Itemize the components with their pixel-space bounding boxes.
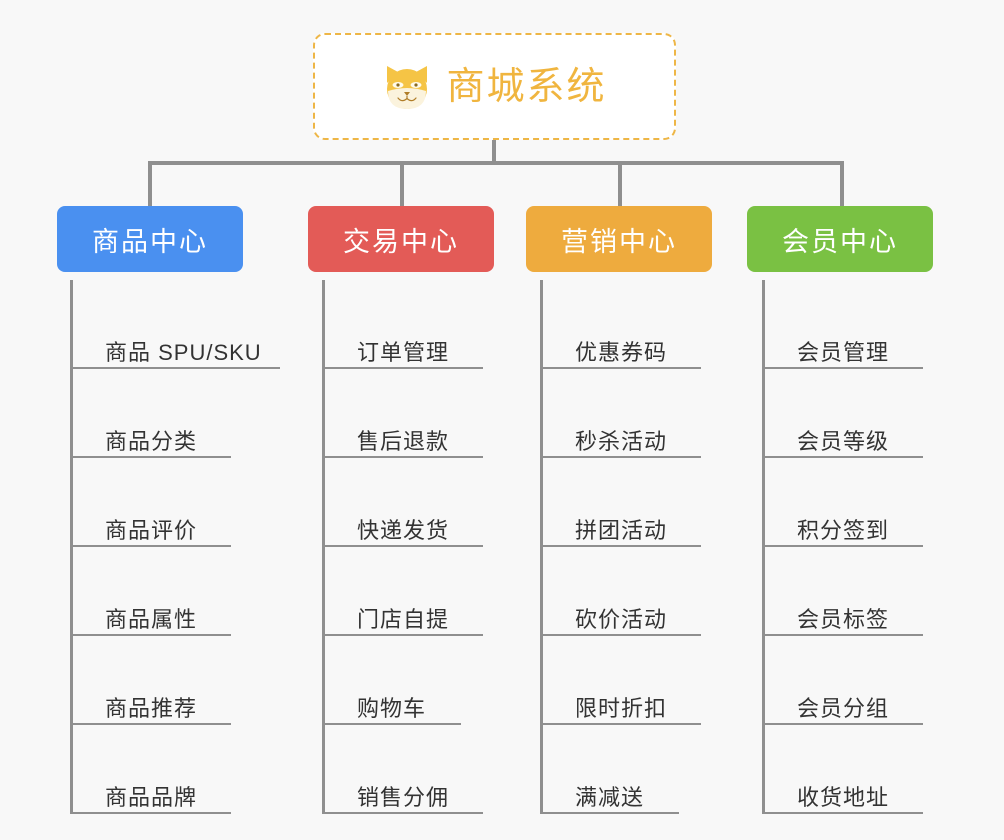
item-rule [765,456,923,458]
category-box-3[interactable]: 营销中心 [526,206,712,272]
subitem-label: 商品属性 [105,606,198,632]
item-rule [543,456,701,458]
category-box-1[interactable]: 商品中心 [57,206,243,272]
item-rule [765,634,923,636]
item-rule [543,367,701,369]
item-rule [325,723,461,725]
item-rule [325,545,483,547]
list-item[interactable]: 购物车 [325,636,537,725]
list-item[interactable]: 秒杀活动 [543,369,755,458]
root-node-card[interactable]: 商城系统 [313,33,676,140]
subitem-label: 销售分佣 [357,784,450,810]
list-item[interactable]: 商品属性 [73,547,285,636]
item-rule [73,456,231,458]
item-rule [765,812,923,814]
subitem-label: 快递发货 [357,517,450,543]
subitem-label: 积分签到 [797,517,890,543]
category-label-3: 营销中心 [561,226,677,257]
connector-drop-4 [840,161,844,209]
list-item[interactable]: 销售分佣 [325,725,537,814]
item-rule [73,723,231,725]
list-item[interactable]: 订单管理 [325,280,537,369]
item-rule [325,812,483,814]
subitem-column-2: 订单管理 售后退款 快递发货 门店自提 购物车 销售分佣 [322,280,537,814]
item-rule [765,545,923,547]
subitem-label: 售后退款 [357,428,450,454]
list-item[interactable]: 门店自提 [325,547,537,636]
list-item[interactable]: 快递发货 [325,458,537,547]
item-rule [543,723,701,725]
list-item[interactable]: 商品评价 [73,458,285,547]
list-item[interactable]: 收货地址 [765,725,977,814]
shiba-dog-icon [387,65,428,109]
list-item[interactable]: 满减送 [543,725,755,814]
item-rule [325,456,483,458]
category-label-2: 交易中心 [343,226,459,257]
list-item[interactable]: 优惠券码 [543,280,755,369]
list-item[interactable]: 拼团活动 [543,458,755,547]
item-rule [325,634,483,636]
category-box-2[interactable]: 交易中心 [308,206,494,272]
subitem-label: 拼团活动 [575,517,668,543]
subitem-column-1: 商品 SPU/SKU 商品分类 商品评价 商品属性 商品推荐 商品品牌 [70,280,285,814]
subitem-label: 商品推荐 [105,695,198,721]
subitem-label: 会员标签 [797,606,890,632]
subitem-label: 商品分类 [105,428,198,454]
subitem-label: 秒杀活动 [575,428,668,454]
list-item[interactable]: 会员等级 [765,369,977,458]
item-rule [73,634,231,636]
root-node-title: 商城系统 [446,65,607,108]
connector-trunk [492,140,496,164]
list-item[interactable]: 会员分组 [765,636,977,725]
subitem-label: 商品品牌 [105,784,198,810]
list-item[interactable]: 积分签到 [765,458,977,547]
item-rule [73,367,280,369]
subitem-column-3: 优惠券码 秒杀活动 拼团活动 砍价活动 限时折扣 满减送 [540,280,755,814]
subitem-label: 满减送 [575,784,645,810]
list-item[interactable]: 会员管理 [765,280,977,369]
connector-bus [148,161,844,165]
subitem-label: 砍价活动 [575,606,668,632]
subitem-label: 订单管理 [357,339,450,365]
subitem-label: 会员管理 [797,339,890,365]
subitem-column-4: 会员管理 会员等级 积分签到 会员标签 会员分组 收货地址 [762,280,977,814]
item-rule [765,723,923,725]
subitem-label: 商品评价 [105,517,198,543]
item-rule [73,545,231,547]
list-item[interactable]: 会员标签 [765,547,977,636]
category-box-4[interactable]: 会员中心 [747,206,933,272]
list-item[interactable]: 商品品牌 [73,725,285,814]
subitem-label: 商品 SPU/SKU [105,339,262,365]
subitem-label: 门店自提 [357,606,450,632]
list-item[interactable]: 商品 SPU/SKU [73,280,285,369]
item-rule [543,812,679,814]
category-label-1: 商品中心 [92,226,208,257]
list-item[interactable]: 限时折扣 [543,636,755,725]
subitem-label: 会员等级 [797,428,890,454]
item-rule [325,367,483,369]
subitem-label: 收货地址 [797,784,890,810]
list-item[interactable]: 砍价活动 [543,547,755,636]
subitem-label: 会员分组 [797,695,890,721]
category-label-4: 会员中心 [782,226,898,257]
subitem-label: 购物车 [357,695,427,721]
connector-drop-3 [618,161,622,209]
list-item[interactable]: 商品分类 [73,369,285,458]
item-rule [543,545,701,547]
connector-drop-2 [400,161,404,209]
subitem-label: 优惠券码 [575,339,668,365]
connector-drop-1 [148,161,152,209]
item-rule [765,367,923,369]
list-item[interactable]: 售后退款 [325,369,537,458]
subitem-label: 限时折扣 [575,695,668,721]
item-rule [543,634,701,636]
list-item[interactable]: 商品推荐 [73,636,285,725]
item-rule [73,812,231,814]
